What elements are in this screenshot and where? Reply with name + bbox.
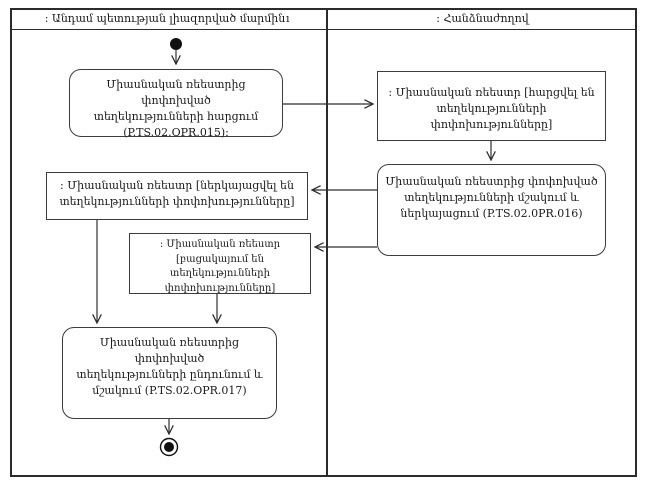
swimlane-frame xyxy=(10,8,637,477)
lane-divider xyxy=(326,8,328,477)
object-register-absent: : Միասնական ռեեստր [բացակայում են տեղեկո… xyxy=(129,233,311,294)
lane-edge-glyph: ı xyxy=(286,12,290,25)
object-register-submitted: : Միասնական ռեեստր [ներկայացվել են տեղեկ… xyxy=(46,172,308,220)
action-process-016: Միասնական ռեեստրից փոփոխված տեղեկություն… xyxy=(377,164,606,256)
lane-header-separator xyxy=(10,29,637,30)
action-receive-017: Միասնական ռեեստրից փոփոխված տեղեկություն… xyxy=(62,327,277,419)
object-register-queried: : Միասնական ռեեստր [հարցվել են տեղեկությ… xyxy=(377,71,606,141)
lane-header-commission: : Հանձնաժողով xyxy=(436,12,529,25)
lane-header-authorized-body: : Անդամ պետության լիազորված մարմին xyxy=(44,12,286,25)
action-query-015: Միասնական ռեեստրից փոփոխված տեղեկություն… xyxy=(69,69,283,139)
